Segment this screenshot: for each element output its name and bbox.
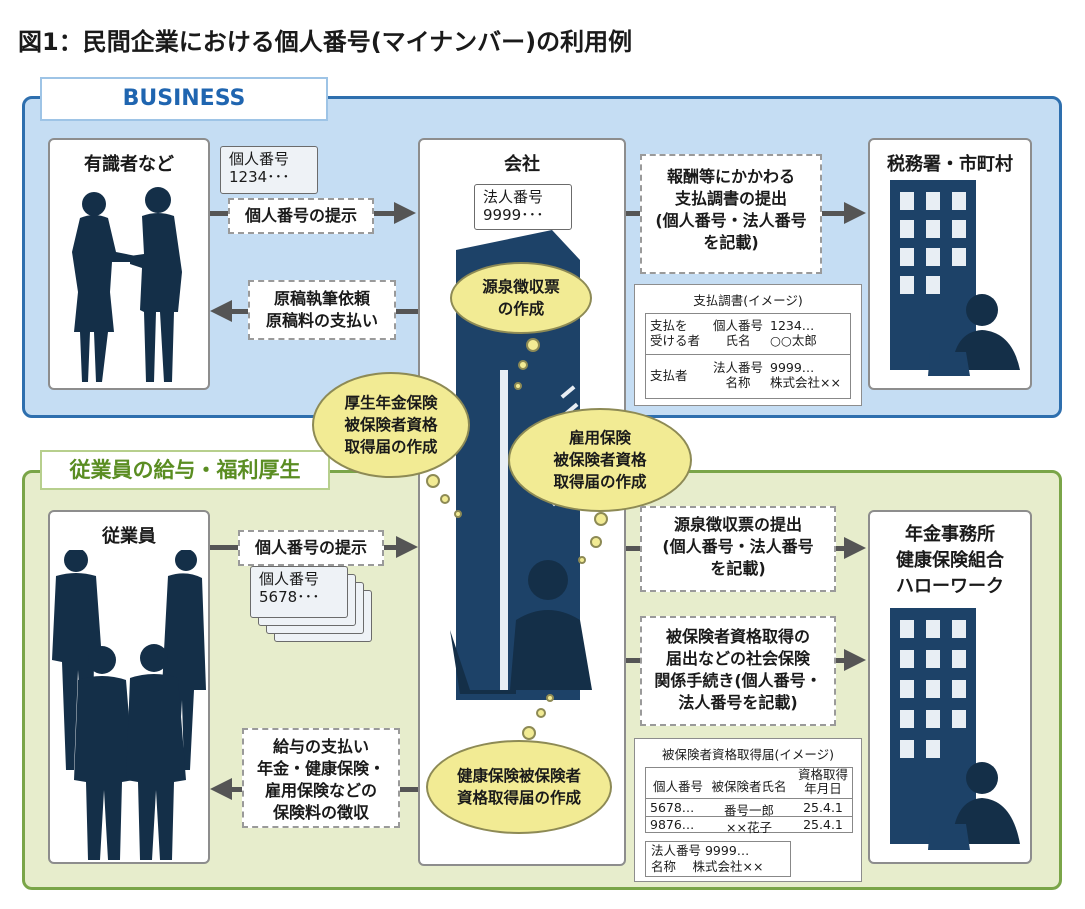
expert-number-note: 個人番号 1234･･･	[220, 146, 318, 194]
corp-number-note: 法人番号 9999･･･	[474, 184, 572, 230]
row-divider	[646, 798, 852, 799]
col-header-number: 個人番号	[652, 779, 703, 794]
thought-dot	[426, 474, 440, 488]
thought-dot	[546, 694, 554, 702]
office-building-icon	[890, 608, 1020, 850]
arrow-left-icon	[210, 778, 232, 800]
payment-report-table: 支払を 受ける者 個人番号 氏名 1234… ○○太郎 支払者 法人番号 名称 …	[645, 313, 851, 399]
payer-values: 9999… 株式会社××	[770, 360, 841, 390]
thought-dot	[590, 536, 602, 548]
employment-bubble: 雇用保険 被保険者資格 取得届の作成	[508, 408, 692, 512]
payee-label: 支払を 受ける者	[650, 318, 701, 348]
thought-dot	[454, 510, 462, 518]
arrow-shaft	[210, 545, 238, 550]
arrow-right-icon	[844, 649, 866, 671]
agencies-heading: 年金事務所 健康保険組合 ハローワーク	[896, 524, 1004, 597]
arrow-shaft	[210, 211, 228, 216]
arrow-shaft	[232, 309, 248, 314]
withholding-bubble: 源泉徴収票 の作成	[450, 262, 592, 334]
arrow-shaft	[232, 787, 242, 792]
arrow-shaft	[626, 211, 640, 216]
table-cell: 5678…	[650, 800, 695, 815]
thought-dot	[578, 556, 586, 564]
experts-card: 有識者など	[48, 138, 210, 390]
thought-dot	[522, 726, 536, 740]
handshake-people-icon	[72, 187, 182, 382]
payroll-label: 給与の支払い 年金・健康保険・ 雇用保険などの 保険料の徴収	[242, 728, 400, 828]
arrow-shaft	[384, 545, 396, 550]
employees-heading: 従業員	[102, 526, 156, 547]
arrow-shaft	[374, 211, 394, 216]
tax-office-heading: 税務署・市町村	[887, 154, 1013, 175]
thought-dot	[594, 512, 608, 526]
employee-provide-number-label: 個人番号の提示	[238, 530, 384, 566]
row-divider	[646, 354, 850, 355]
employees-card: 従業員	[48, 510, 210, 864]
payer-fields: 法人番号 名称	[712, 360, 763, 390]
arrow-shaft	[400, 787, 418, 792]
health-insurance-bubble: 健康保険被保険者 資格取得届の作成	[426, 740, 612, 834]
payment-report-form-title: 支払調書(イメージ)	[693, 293, 803, 308]
business-section-tab: BUSINESS	[40, 77, 328, 121]
arrow-right-icon	[844, 537, 866, 559]
employees-group-icon	[52, 550, 206, 860]
arrow-shaft	[396, 309, 418, 314]
payee-fields: 個人番号 氏名	[712, 318, 763, 348]
thought-dot	[526, 338, 540, 352]
insurance-procedure-label: 被保険者資格取得の 届出などの社会保険 関係手続き(個人番号・ 法人番号を記載)	[640, 616, 836, 726]
col-header-name: 被保険者氏名	[711, 779, 787, 794]
table-cell: 番号一郎	[723, 803, 774, 818]
arrow-right-icon	[396, 536, 418, 558]
insurance-acquisition-form: 被保険者資格取得届(イメージ) 個人番号 被保険者氏名 資格取得 年月日 567…	[634, 738, 862, 882]
figure-title: 図1：民間企業における個人番号(マイナンバー)の利用例	[18, 28, 633, 56]
pension-bubble: 厚生年金保険 被保険者資格 取得届の作成	[312, 372, 470, 478]
arrow-shaft	[836, 658, 844, 663]
arrow-right-icon	[844, 202, 866, 224]
employee-number-note: 個人番号 5678･･･	[250, 566, 348, 618]
payee-values: 1234… ○○太郎	[770, 318, 817, 348]
table-cell: ××花子	[726, 820, 772, 835]
row-divider	[646, 816, 852, 817]
arrow-shaft	[822, 211, 844, 216]
corp-info-box: 法人番号 9999… 名称 株式会社××	[645, 841, 791, 877]
provide-number-label: 個人番号の提示	[228, 198, 374, 234]
experts-heading: 有識者など	[84, 154, 174, 175]
table-cell: 25.4.1	[803, 800, 843, 815]
thought-dot	[440, 494, 450, 504]
arrow-shaft	[836, 546, 844, 551]
arrow-shaft	[626, 658, 640, 663]
arrow-left-icon	[210, 300, 232, 322]
payment-report-form: 支払調書(イメージ) 支払を 受ける者 個人番号 氏名 1234… ○○太郎 支…	[634, 284, 862, 406]
thought-dot	[514, 382, 522, 390]
tax-office-card: 税務署・市町村	[868, 138, 1032, 390]
payer-label: 支払者	[650, 368, 688, 383]
agencies-card: 年金事務所 健康保険組合 ハローワーク	[868, 510, 1032, 864]
col-header-date: 資格取得 年月日	[797, 767, 848, 796]
insurance-form-table: 個人番号 被保険者氏名 資格取得 年月日 5678… 番号一郎 25.4.1 9…	[645, 767, 853, 835]
office-building-icon	[890, 180, 1020, 376]
insurance-form-title: 被保険者資格取得届(イメージ)	[661, 747, 834, 762]
employee-section-tab: 従業員の給与・福利厚生	[40, 450, 330, 490]
arrow-right-icon	[394, 202, 416, 224]
thought-dot	[518, 360, 528, 370]
table-cell: 25.4.1	[803, 817, 843, 832]
arrow-shaft	[626, 546, 640, 551]
table-cell: 9876…	[650, 817, 695, 832]
payment-report-label: 報酬等にかかわる 支払調書の提出 (個人番号・法人番号 を記載)	[640, 154, 822, 274]
thought-dot	[536, 708, 546, 718]
withholding-submit-label: 源泉徴収票の提出 (個人番号・法人番号 を記載)	[640, 506, 836, 592]
company-heading: 会社	[504, 154, 540, 175]
manuscript-label: 原稿執筆依頼 原稿料の支払い	[248, 280, 396, 340]
